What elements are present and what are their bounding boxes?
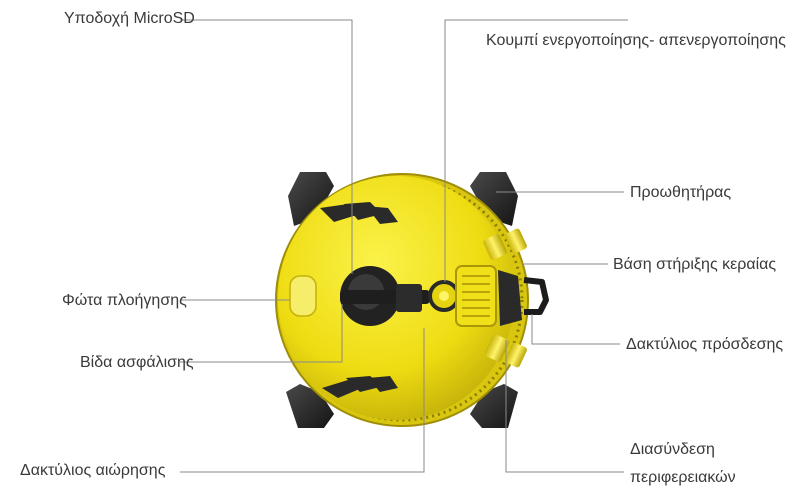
leader-microsd (180, 19, 353, 274)
label-locking-screw: Βίδα ασφάλισης (80, 354, 194, 371)
attachment-ring (523, 277, 549, 315)
thruster-bottom-left (286, 384, 334, 428)
label-peripheral-interface-line2: περιφερειακών (630, 469, 736, 486)
label-peripheral-interface: Διασύνδεση περιφερειακών (630, 436, 780, 492)
label-thruster: Προωθητήρας (630, 184, 732, 201)
peripheral-interface (455, 265, 497, 327)
leader-power (444, 19, 628, 282)
label-nav-lights: Φώτα πλοήγησης (62, 292, 187, 309)
antenna-mount-bottom (484, 334, 527, 368)
label-peripheral-interface-line1: Διασύνδεση (630, 441, 715, 458)
leader-lines (180, 19, 628, 473)
antenna-mount-top (483, 228, 527, 260)
rear-connector (498, 270, 522, 326)
label-antenna-mount: Βάση στήριξης κεραίας (613, 256, 777, 273)
thruster-top-left (288, 172, 334, 226)
leader-periph (505, 340, 624, 473)
leader-ring (531, 314, 620, 345)
vent-pattern-bottom (322, 376, 398, 398)
nav-light (289, 275, 317, 317)
label-flotation-ring: Δακτύλιος αιώρησης (20, 462, 166, 479)
label-power-button: Κουμπί ενεργοποίησης- απενεργοποίησης (486, 32, 786, 49)
leader-float (180, 328, 425, 473)
label-attachment-ring: Δακτύλιος πρόσδεσης (626, 336, 784, 353)
label-microsd-slot: Υποδοχή MicroSD (64, 10, 195, 27)
vent-pattern-top (320, 202, 398, 224)
thruster-top-right (470, 172, 518, 226)
leader-screw (180, 304, 343, 363)
